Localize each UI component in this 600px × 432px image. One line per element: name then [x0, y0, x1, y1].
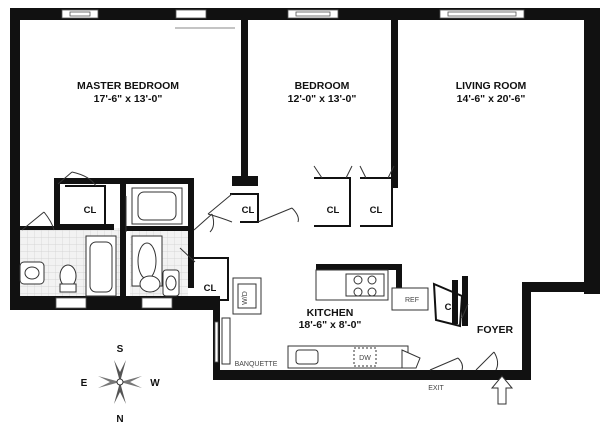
compass-south-label: S — [117, 344, 124, 355]
compass-east-label: E — [81, 378, 88, 389]
kitchen-fixtures — [221, 269, 429, 369]
room-label-kitchen: KITCHEN — [307, 307, 354, 319]
room-size-master-bedroom: 17'-6" x 13'-0" — [94, 93, 163, 105]
closet-label: CL — [204, 283, 217, 294]
room-size-living-room: 14'-6" x 20'-6" — [457, 93, 526, 105]
room-label-foyer: FOYER — [477, 324, 514, 336]
room-label-master-bedroom: MASTER BEDROOM — [77, 80, 179, 92]
exit-label: EXIT — [428, 385, 444, 392]
room-size-kitchen: 18'-6" x 8'-0" — [299, 319, 362, 331]
room-size-bedroom: 12'-0" x 13'-0" — [288, 93, 357, 105]
banquette-label: BANQUETTE — [235, 361, 278, 368]
room-label-living-room: LIVING ROOM — [456, 80, 527, 92]
compass-west-label: W — [150, 378, 160, 389]
closet-label: CL — [242, 205, 255, 216]
bath-fixtures — [19, 187, 183, 297]
dishwasher-label: DW — [359, 355, 371, 362]
windows — [55, 9, 525, 363]
compass-north-label: N — [116, 414, 123, 425]
closet-label: CL — [370, 205, 383, 216]
compass-icon — [98, 360, 142, 404]
closet-label: CL — [445, 302, 458, 313]
door-swings — [21, 165, 499, 371]
washer-dryer-label: W/D — [242, 291, 249, 305]
entry-arrow-icon — [490, 375, 514, 405]
interior-walls — [20, 8, 468, 326]
room-label-bedroom: BEDROOM — [295, 80, 350, 92]
refrigerator-label: REF — [405, 297, 419, 304]
closet-walls — [65, 177, 464, 328]
closet-label: CL — [327, 205, 340, 216]
closet-label: CL — [84, 205, 97, 216]
